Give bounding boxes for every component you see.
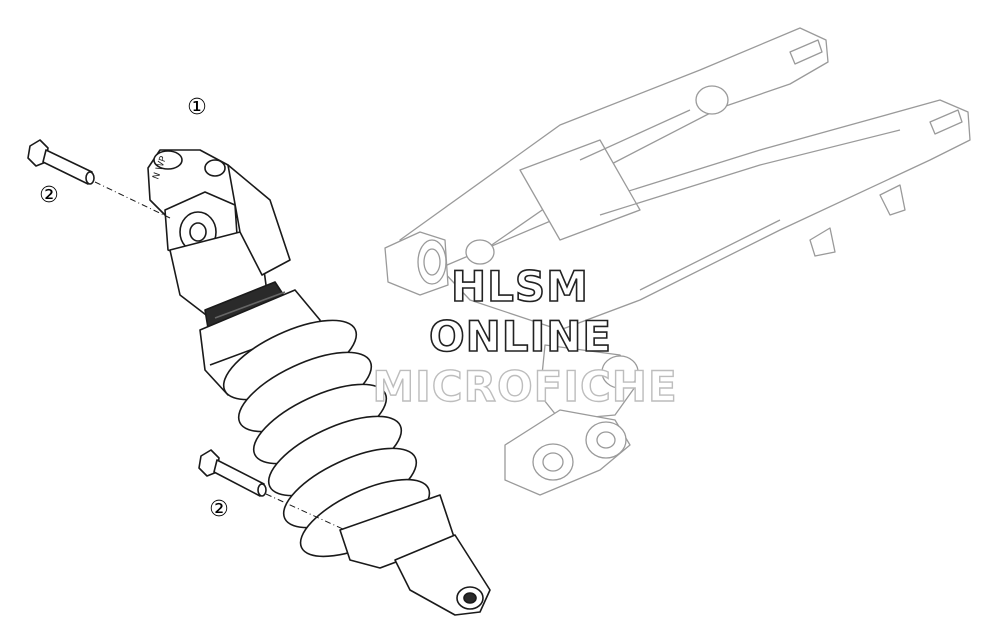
upper-mounting-bolt: [27, 139, 95, 185]
spring-coils: [222, 319, 431, 558]
callout-1-label: ①: [187, 95, 207, 120]
callout-2a-label: ②: [39, 183, 59, 208]
watermark-line-3: MICROFICHE: [372, 361, 678, 411]
lower-mounting-bolt: [198, 449, 267, 497]
watermark-line-2: ONLINE: [428, 311, 613, 362]
swingarm-ghost: [384, 27, 971, 496]
shock-absorber: N WP: [147, 149, 491, 616]
leader-lines: [94, 181, 346, 531]
callout-2b-label: ②: [209, 497, 229, 522]
watermark-line-1: HLSM: [450, 261, 589, 312]
